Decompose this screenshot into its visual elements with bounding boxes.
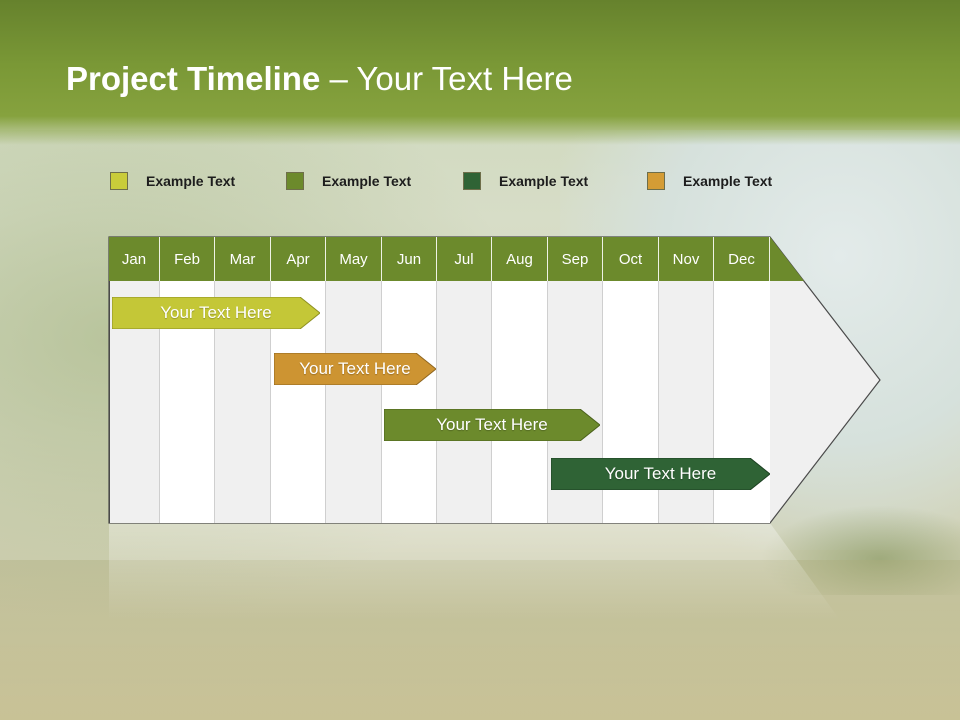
task-bar-1: Your Text Here (112, 297, 320, 329)
task-bar-2-label: Your Text Here (299, 359, 411, 378)
legend-label-3: Example Text (499, 173, 589, 189)
legend-swatch-4 (647, 172, 665, 190)
legend-item-2: Example Text (286, 171, 411, 191)
task-bar-4: Your Text Here (551, 458, 770, 490)
legend-swatch-1 (110, 172, 128, 190)
arrow-reflection (109, 523, 840, 620)
page-title-bold: Project Timeline (66, 60, 321, 97)
column-jul (437, 281, 492, 523)
month-jul: Jul (437, 237, 492, 281)
month-aug: Aug (492, 237, 548, 281)
arrow-tip-header (770, 237, 804, 281)
legend-item-1: Example Text (110, 171, 235, 191)
task-bar-4-label: Your Text Here (604, 464, 717, 483)
task-bar-3: Your Text Here (384, 409, 600, 441)
legend-swatch-3 (463, 172, 481, 190)
page-title: Project Timeline – Your Text Here (66, 60, 573, 98)
legend-label-4: Example Text (683, 173, 773, 189)
month-feb: Feb (160, 237, 215, 281)
legend-swatch-2 (286, 172, 304, 190)
legend-item-4: Example Text (647, 171, 772, 191)
column-jun (382, 281, 437, 523)
month-mar: Mar (215, 237, 271, 281)
month-apr: Apr (271, 237, 326, 281)
legend-label-1: Example Text (146, 173, 236, 189)
month-nov: Nov (659, 237, 714, 281)
task-bar-2: Your Text Here (274, 353, 436, 385)
legend-item-3: Example Text (463, 171, 588, 191)
title-band (0, 0, 960, 145)
month-sep: Sep (548, 237, 603, 281)
month-oct: Oct (603, 237, 659, 281)
legend-label-2: Example Text (322, 173, 412, 189)
task-bar-3-label: Your Text Here (436, 415, 548, 434)
column-may (326, 281, 382, 523)
month-jun: Jun (382, 237, 437, 281)
month-dec: Dec (714, 237, 770, 281)
task-bar-1-label: Your Text Here (160, 303, 272, 322)
page-title-rest: – Your Text Here (320, 60, 573, 97)
month-jan: Jan (109, 237, 160, 281)
column-aug (492, 281, 548, 523)
month-may: May (326, 237, 382, 281)
